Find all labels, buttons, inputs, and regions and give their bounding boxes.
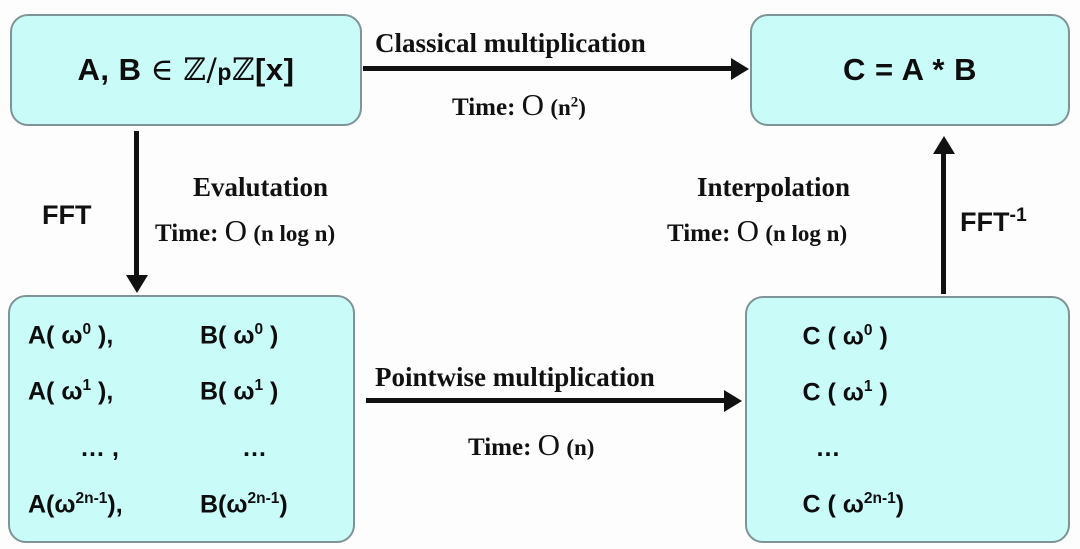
node-product-label: C = A * B	[843, 52, 977, 87]
poly-ring-z-second: ℤ	[231, 52, 256, 88]
c-close-1: )	[872, 378, 888, 407]
arrow-classical-multiplication	[363, 57, 749, 80]
node-polynomials: A, B ∈ ℤ/pℤ[x]	[10, 14, 362, 126]
pointwise-time-arg: (n)	[566, 435, 595, 460]
classical-arg-open: (n	[550, 95, 571, 120]
eval-b-close-3: )	[279, 490, 288, 519]
c-evaluation-list: C ( ω0 ) C ( ω1 ) … C ( ω2n-1)	[747, 298, 1068, 541]
pointwise-big-o: O	[537, 427, 561, 462]
eval-b-text-2: …	[242, 433, 267, 462]
node-product: C = A * B	[750, 14, 1070, 126]
evaluation-b-2: …	[200, 434, 267, 463]
evaluation-a-3: A(ω2n-1),	[10, 490, 200, 519]
list-item-ellipsis: … , …	[10, 434, 353, 463]
poly-prefix: A, B	[77, 52, 151, 87]
eval-b-exp-0: 0	[254, 320, 264, 338]
eval-b-close-1: )	[263, 377, 279, 406]
c-exp-3: 2n-1	[863, 490, 896, 508]
list-item: C ( ω2n-1)	[803, 490, 1013, 519]
interpolation-big-o: O	[736, 213, 760, 248]
eval-b-text-0: B( ω	[200, 320, 255, 349]
node-polynomials-label: A, B ∈ ℤ/pℤ[x]	[78, 52, 295, 88]
c-text-2: …	[815, 434, 841, 463]
label-interpolation: Interpolation	[697, 172, 851, 202]
c-text-0: C ( ω	[802, 321, 864, 350]
label-evaluation-time: Time: O (n log n)	[155, 213, 335, 249]
pointwise-time-prefix: Time:	[468, 434, 532, 461]
c-text-1: C ( ω	[802, 378, 864, 407]
list-item: A(ω2n-1), B(ω2n-1)	[10, 490, 353, 519]
evaluation-a-1: A( ω1 ),	[10, 377, 200, 406]
eval-b-exp-1: 1	[254, 377, 264, 395]
poly-ring-z-first: ℤ	[183, 52, 207, 88]
classical-time-arg: (n2)	[550, 94, 586, 120]
label-evaluation: Evalutation	[193, 172, 329, 202]
interpolation-time-arg: (n log n)	[765, 221, 848, 246]
c-exp-0: 0	[863, 321, 873, 339]
eval-a-close-2: ,	[105, 433, 119, 462]
eval-b-text-1: B( ω	[200, 377, 255, 406]
c-close-0: )	[872, 321, 888, 350]
evaluation-b-0: B( ω0 )	[200, 321, 278, 350]
eval-a-text-3: A(ω	[28, 490, 76, 519]
evaluation-a-2: … ,	[10, 434, 200, 463]
eval-a-exp-1: 1	[82, 377, 92, 395]
node-evaluations: A( ω0 ), B( ω0 ) A( ω1 ), B( ω1 ) … , … …	[8, 295, 355, 543]
list-item: C ( ω1 )	[803, 378, 1013, 407]
arrow-inverse-fft-interpolation	[932, 136, 955, 294]
eval-b-close-0: )	[263, 320, 279, 349]
interpolation-time-prefix: Time:	[667, 220, 731, 247]
list-item: A( ω1 ), B( ω1 )	[10, 377, 353, 406]
eval-a-text-2: …	[80, 433, 105, 462]
label-classical-time: Time: O (n2)	[452, 87, 586, 123]
eval-b-exp-3: 2n-1	[247, 490, 280, 508]
eval-a-close-0: ),	[91, 320, 114, 349]
evaluation-time-arg: (n log n)	[253, 221, 336, 246]
label-classical-multiplication: Classical multiplication	[375, 28, 646, 58]
label-pointwise-time: Time: O (n)	[468, 427, 594, 463]
evaluation-big-o: O	[224, 213, 248, 248]
eval-a-close-3: ),	[107, 490, 123, 519]
eval-a-exp-0: 0	[82, 320, 92, 338]
evaluation-time-prefix: Time:	[155, 220, 219, 247]
eval-b-text-3: B(ω	[200, 490, 248, 519]
list-item-ellipsis: …	[790, 434, 1026, 463]
classical-arg-exp: 2	[570, 94, 579, 111]
arrow-pointwise-multiplication	[366, 389, 742, 412]
label-inverse-fft: FFT-1	[960, 204, 1027, 238]
poly-slash: /	[206, 52, 218, 88]
evaluation-b-3: B(ω2n-1)	[200, 490, 288, 519]
label-fft: FFT	[42, 200, 92, 230]
label-interpolation-time: Time: O (n log n)	[667, 213, 847, 249]
poly-bracket-x: [x]	[255, 52, 295, 87]
inverse-fft-exponent: -1	[1009, 204, 1027, 226]
poly-modulus-p: p	[217, 59, 232, 85]
poly-member-symbol: ∈	[150, 52, 175, 88]
label-pointwise-multiplication: Pointwise multiplication	[375, 362, 655, 392]
eval-a-close-1: ),	[91, 377, 114, 406]
classical-big-o: O	[521, 87, 545, 122]
list-item: C ( ω0 )	[803, 322, 1013, 351]
evaluation-a-0: A( ω0 ),	[10, 321, 200, 350]
arrow-fft-evaluation	[125, 131, 148, 293]
list-item: A( ω0 ), B( ω0 )	[10, 321, 353, 350]
eval-a-exp-3: 2n-1	[75, 490, 108, 508]
c-close-3: )	[895, 490, 905, 519]
eval-a-text-0: A( ω	[28, 320, 83, 349]
eval-a-text-1: A( ω	[28, 377, 83, 406]
classical-time-prefix: Time:	[452, 94, 516, 121]
evaluation-list: A( ω0 ), B( ω0 ) A( ω1 ), B( ω1 ) … , … …	[10, 297, 353, 541]
evaluation-b-1: B( ω1 )	[200, 377, 278, 406]
classical-arg-close: )	[578, 95, 586, 120]
node-c-evaluations: C ( ω0 ) C ( ω1 ) … C ( ω2n-1)	[745, 296, 1070, 543]
c-exp-1: 1	[863, 377, 873, 395]
inverse-fft-text: FFT	[960, 207, 1010, 237]
c-text-3: C ( ω	[802, 490, 864, 519]
